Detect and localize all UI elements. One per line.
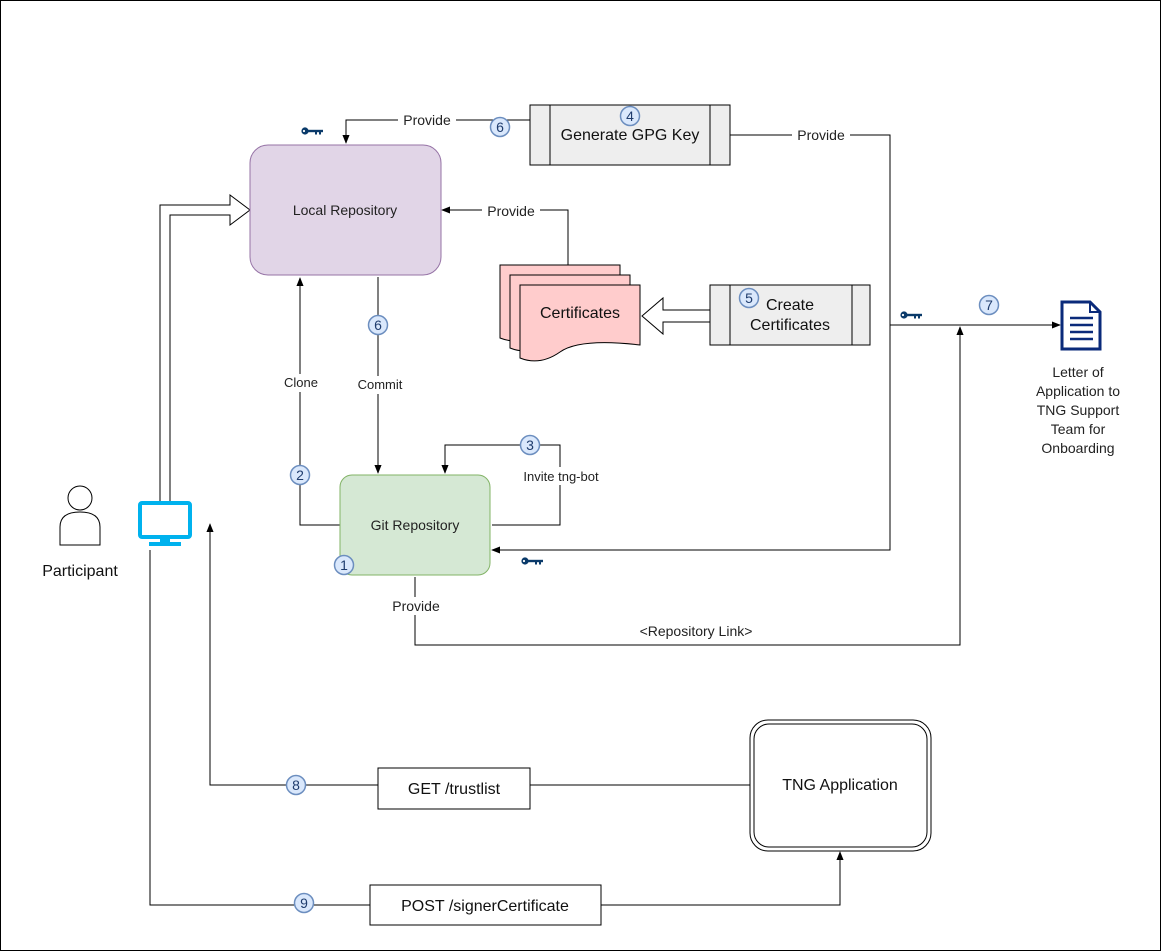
edge-post-cert	[149, 550, 844, 906]
edge-repo-link	[414, 326, 964, 646]
badge-5-number: 5	[745, 290, 753, 306]
badge-1: 1	[333, 554, 355, 576]
letter-label: Letter of Application to TNG Support Tea…	[1036, 364, 1120, 456]
badge-9: 9	[293, 892, 315, 914]
git-repository-label: Git Repository	[371, 517, 460, 533]
badge-6-commit: 6	[367, 314, 389, 336]
letter-line-2: Application to	[1036, 383, 1120, 399]
provide-label-gpg-local: Provide	[403, 112, 451, 128]
certificates-label: Certificates	[540, 305, 620, 322]
get-trustlist-node[interactable]: GET /trustlist	[377, 767, 531, 810]
key-icon	[301, 127, 323, 135]
clone-label: Clone	[284, 375, 318, 390]
edge-get-trustlist	[206, 523, 750, 786]
badge-4: 4	[619, 105, 641, 127]
badge-5: 5	[738, 287, 760, 309]
badge-4-number: 4	[626, 108, 634, 124]
document-icon	[1060, 300, 1102, 351]
key-icon	[521, 557, 543, 565]
badge-8: 8	[285, 774, 307, 796]
letter-line-4: Team for	[1051, 421, 1106, 437]
create-certificates-node[interactable]: Create Certificates	[709, 284, 871, 346]
user-icon[interactable]	[59, 485, 101, 546]
repository-link-label: <Repository Link>	[640, 623, 753, 639]
post-signer-certificate-node[interactable]: POST /signerCertificate	[369, 884, 602, 926]
post-signer-certificate-label: POST /signerCertificate	[401, 898, 569, 915]
letter-line-5: Onboarding	[1041, 440, 1114, 456]
letter-line-1: Letter of	[1052, 364, 1103, 380]
badge-6-provide: 6	[489, 116, 511, 138]
letter-line-3: TNG Support	[1037, 402, 1120, 418]
badge-6-commit-number: 6	[374, 317, 382, 333]
badge-7: 7	[978, 294, 1000, 316]
local-repository-label: Local Repository	[293, 202, 397, 218]
badge-8-number: 8	[292, 777, 300, 793]
get-trustlist-label: GET /trustlist	[408, 781, 501, 798]
badge-2-number: 2	[296, 467, 304, 483]
provide-label-gpg-git: Provide	[797, 127, 845, 143]
edge-labels: Provide Provide Provide Clone Commit Inv…	[280, 111, 850, 639]
invite-bot-label: Invite tng-bot	[523, 469, 599, 484]
edge-invite-loop	[441, 444, 561, 526]
tng-application-node[interactable]: TNG Application	[749, 719, 932, 852]
badge-9-number: 9	[300, 895, 308, 911]
step-badges: 1 2 3 4 5 6 6 7	[285, 105, 1000, 914]
badge-2: 2	[289, 464, 311, 486]
provide-label-git: Provide	[392, 598, 440, 614]
edge-gpg-to-local	[342, 119, 530, 144]
certificates-node[interactable]: Certificates	[499, 264, 641, 362]
git-repository-node[interactable]: Git Repository	[339, 474, 491, 576]
block-arrow-participant-to-local	[159, 194, 251, 503]
commit-label: Commit	[358, 377, 403, 392]
provide-label-certs-local: Provide	[487, 203, 535, 219]
badge-7-number: 7	[985, 297, 993, 313]
participant-label: Participant	[42, 563, 118, 580]
badge-3-number: 3	[526, 437, 534, 453]
create-certificates-label-1: Create	[766, 297, 814, 314]
badge-1-number: 1	[340, 557, 348, 573]
create-certificates-label-2: Certificates	[750, 317, 830, 334]
edge-clone	[296, 277, 340, 526]
generate-gpg-key-label: Generate GPG Key	[561, 127, 700, 144]
local-repository-node[interactable]: Local Repository	[249, 144, 442, 276]
badge-3: 3	[519, 434, 541, 456]
key-icon	[900, 311, 922, 319]
tng-application-label: TNG Application	[782, 777, 898, 794]
monitor-icon[interactable]	[138, 501, 192, 546]
block-arrow-create-to-certs	[641, 296, 711, 336]
badge-6-provide-number: 6	[496, 119, 504, 135]
